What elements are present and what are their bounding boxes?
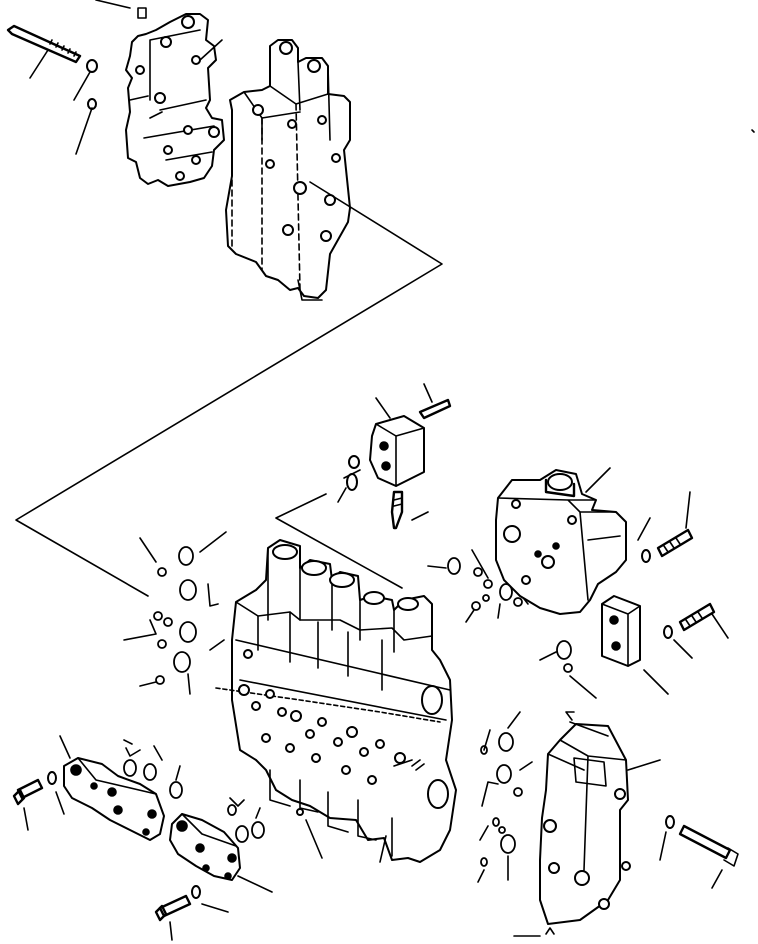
upper-bolt [8,0,130,154]
left-cover-1 [60,736,164,840]
left-cover-2 [170,814,272,892]
group-outline-middle [276,494,402,588]
upper-valve-section [126,8,224,186]
upper-valve-body [226,40,350,300]
right-end-section [514,712,660,936]
left-lower-bolts [14,772,228,940]
center-valve-block [338,384,450,528]
main-control-valve [216,540,456,862]
right-end-bolt [660,816,738,888]
group-outline-upper [16,182,442,596]
small-cover-plate [602,596,728,694]
margin-mark [752,130,754,132]
lower-right-o-rings [478,712,532,882]
right-cover-bolt [638,492,692,562]
left-lower-o-rings [124,740,264,842]
left-o-rings [124,532,226,694]
right-valve-cover [496,468,626,614]
